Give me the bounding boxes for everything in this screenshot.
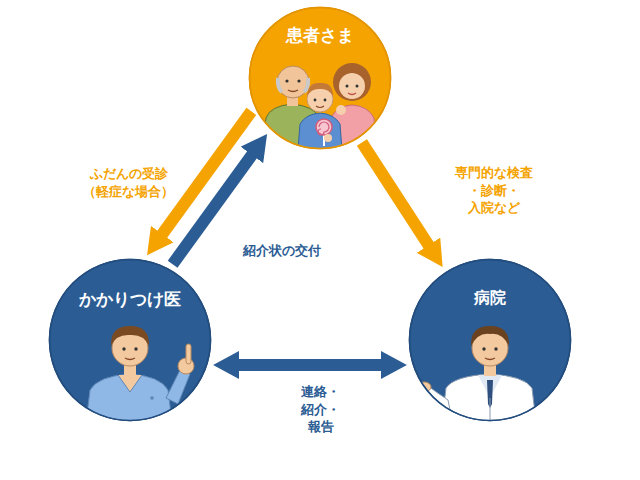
- edge-label: 連絡・紹介・報告: [298, 382, 343, 437]
- circle-outline: [48, 258, 212, 422]
- patient-circle: 患者さま: [248, 6, 392, 150]
- gp-circle: かかりつけ医: [48, 258, 212, 422]
- hospital-arrow: [362, 143, 431, 249]
- node-title: かかりつけ医: [48, 288, 212, 311]
- person-illustration: [417, 326, 536, 422]
- circle-outline: [408, 258, 572, 422]
- circle-fill: [410, 260, 571, 421]
- edge-label: 紹介状の交付: [240, 241, 324, 261]
- edge-label: 専門的な検査 ・診断・入院など: [452, 163, 536, 218]
- node-title: 患者さま: [248, 24, 392, 47]
- person-illustration: [86, 326, 194, 422]
- hospital-circle: 病院: [408, 258, 572, 422]
- edge-label: ふだんの受診 （軽症な場合）: [80, 164, 177, 201]
- contact-arrow: [235, 359, 385, 371]
- node-title: 病院: [408, 288, 572, 309]
